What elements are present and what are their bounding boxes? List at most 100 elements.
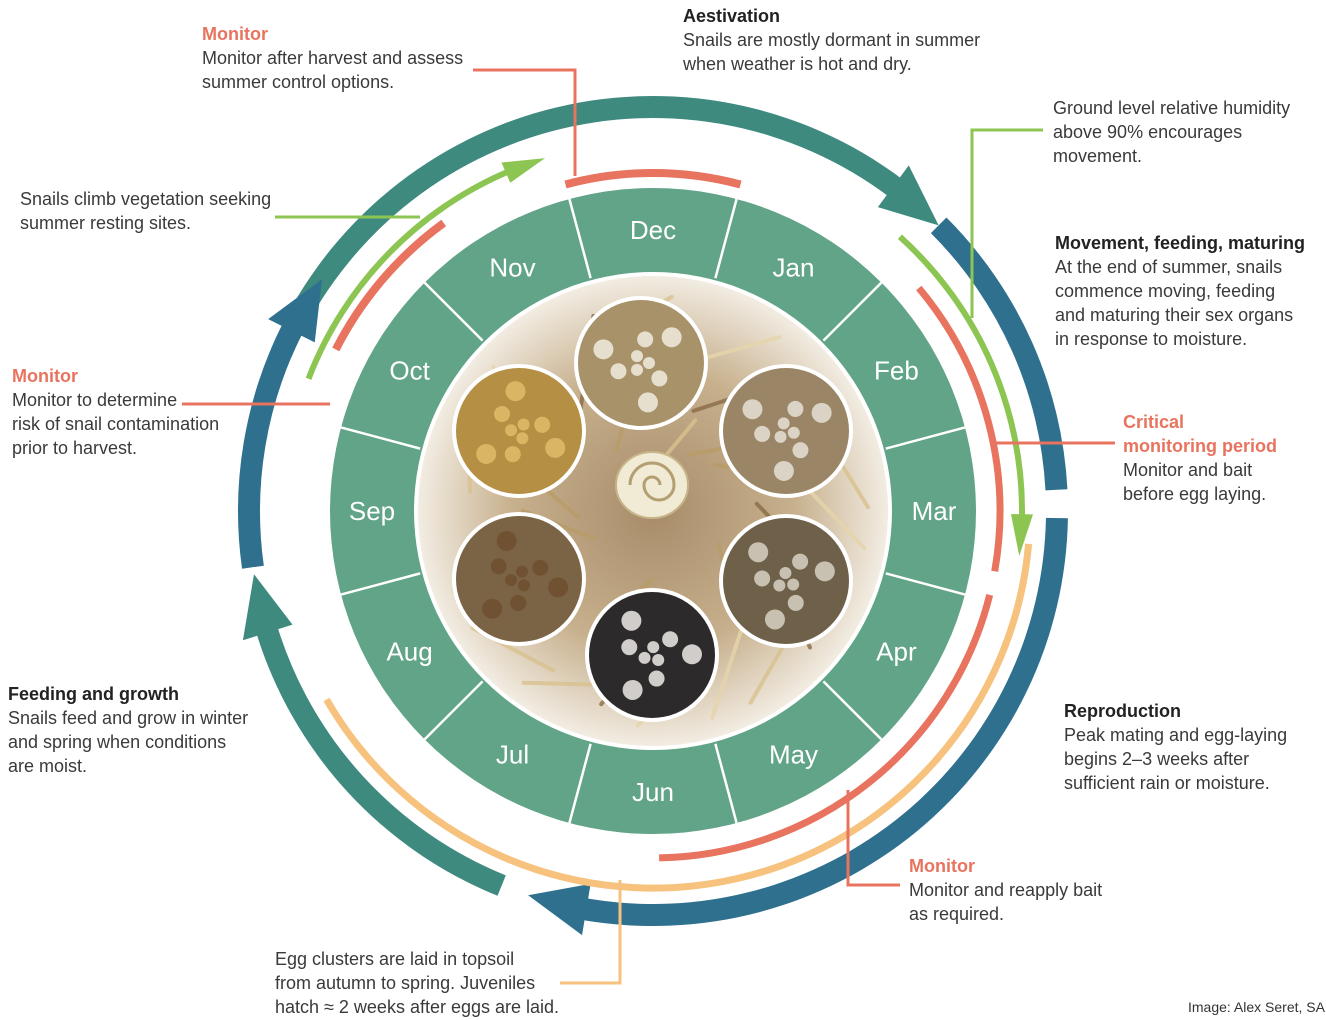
photo-detail (516, 566, 528, 578)
annotation-heading: Movement, feeding, maturing (1055, 231, 1305, 255)
photo-detail (662, 327, 682, 347)
photo-detail (742, 399, 762, 419)
climb-arrow-head (501, 158, 545, 183)
photo-detail (631, 364, 643, 376)
photo-detail (482, 599, 502, 619)
annotation-aestivation: Aestivation Snails are mostly dormant in… (683, 4, 980, 76)
annotation-climb-vegetation: Snails climb vegetation seeking summer r… (20, 187, 271, 235)
photo-detail (494, 406, 510, 422)
photo-detail (774, 461, 794, 481)
annotation-monitor-reapply: Monitor Monitor and reapply bait as requ… (909, 854, 1102, 926)
month-label-jun: Jun (632, 777, 674, 807)
photo-detail (792, 554, 808, 570)
photo-detail (652, 654, 664, 666)
photo-detail (497, 531, 517, 551)
photo-detail (775, 431, 787, 443)
photo-detail (505, 446, 521, 462)
annotation-text: Monitor after harvest and assess summer … (202, 46, 463, 94)
photo-detail (510, 595, 526, 611)
photo-detail (649, 671, 665, 687)
photo-detail (548, 577, 568, 597)
annotation-heading: Critical monitoring period (1123, 410, 1277, 458)
reproduction-arrow-head (243, 574, 293, 640)
photo-detail (621, 639, 637, 655)
annotation-text: Snails are mostly dormant in summer when… (683, 28, 980, 76)
photo-detail (787, 401, 803, 417)
photo-detail (638, 392, 658, 412)
month-label-may: May (769, 739, 818, 769)
photo-detail (532, 560, 548, 576)
annotation-feeding-growth: Feeding and growth Snails feed and grow … (8, 682, 248, 778)
centre-photo-collage (418, 276, 888, 746)
month-label-feb: Feb (874, 356, 919, 386)
annotation-text: Snails climb vegetation seeking summer r… (20, 187, 271, 235)
photo-detail (643, 357, 655, 369)
photo-detail (754, 426, 770, 442)
photo-detail (621, 611, 641, 631)
photo-detail (779, 567, 791, 579)
photo-detail (476, 444, 496, 464)
annotation-egg-clusters: Egg clusters are laid in topsoil from au… (275, 947, 559, 1019)
photo-detail (788, 595, 804, 611)
photo-detail (787, 579, 799, 591)
month-label-jul: Jul (496, 739, 529, 769)
annotation-text: Snails feed and grow in winter and sprin… (8, 706, 248, 778)
annotation-heading: Monitor (909, 854, 1102, 878)
photo-detail (647, 641, 659, 653)
month-label-aug: Aug (386, 637, 432, 667)
photo-detail (773, 579, 785, 591)
photo-detail (593, 339, 613, 359)
annotation-heading: Aestivation (683, 4, 980, 28)
image-credit: Image: Alex Seret, SA (1188, 999, 1325, 1015)
feeding-arrow-band (238, 323, 303, 569)
photo-detail (516, 432, 528, 444)
annotation-text: At the end of summer, snails commence mo… (1055, 255, 1305, 351)
annotation-monitor-contamination: Monitor Monitor to determine risk of sna… (12, 364, 219, 460)
photo-detail (518, 579, 530, 591)
photo-detail (631, 350, 643, 362)
photo-detail (815, 561, 835, 581)
month-label-sep: Sep (349, 496, 395, 526)
photo-detail (662, 631, 678, 647)
photo-detail (518, 418, 530, 430)
annotation-movement-feeding-maturing: Movement, feeding, maturing At the end o… (1055, 231, 1305, 351)
annotation-heading: Monitor (202, 22, 463, 46)
photo-detail (778, 417, 790, 429)
photo-detail (623, 680, 643, 700)
photo-detail (812, 403, 832, 423)
photo-detail (506, 381, 526, 401)
annotation-heading: Monitor (12, 364, 219, 388)
annotation-monitor-harvest: Monitor Monitor after harvest and assess… (202, 22, 463, 94)
annotation-text: Monitor and reapply bait as required. (909, 878, 1102, 926)
photo-detail (505, 574, 517, 586)
photo-detail (505, 424, 517, 436)
month-label-nov: Nov (489, 253, 535, 283)
annotation-text: Ground level relative humidity above 90%… (1053, 96, 1290, 168)
movement-arrow-head (528, 884, 590, 935)
photo-detail (610, 363, 626, 379)
month-label-dec: Dec (630, 215, 676, 245)
month-label-apr: Apr (876, 637, 917, 667)
annotation-text: Monitor to determine risk of snail conta… (12, 388, 219, 460)
photo-detail (639, 652, 651, 664)
photo-detail (788, 427, 800, 439)
month-label-jan: Jan (773, 253, 815, 283)
photo-detail (545, 438, 565, 458)
annotation-critical-monitoring: Critical monitoring period Monitor and b… (1123, 410, 1277, 506)
photo-detail (637, 331, 653, 347)
annotation-heading: Feeding and growth (8, 682, 248, 706)
photo-detail (491, 558, 507, 574)
annotation-text: Egg clusters are laid in topsoil from au… (275, 947, 559, 1019)
photo-detail (651, 370, 667, 386)
photo-detail (748, 542, 768, 562)
month-label-mar: Mar (912, 496, 957, 526)
month-label-oct: Oct (389, 356, 430, 386)
photo-detail (792, 442, 808, 458)
annotation-humidity: Ground level relative humidity above 90%… (1053, 96, 1290, 168)
photo-detail (682, 644, 702, 664)
annotation-text: Monitor and bait before egg laying. (1123, 458, 1277, 506)
annotation-heading: Reproduction (1064, 699, 1287, 723)
annotation-reproduction: Reproduction Peak mating and egg-laying … (1064, 699, 1287, 795)
monitor-arc-harvest (566, 173, 741, 185)
photo-detail (765, 609, 785, 629)
